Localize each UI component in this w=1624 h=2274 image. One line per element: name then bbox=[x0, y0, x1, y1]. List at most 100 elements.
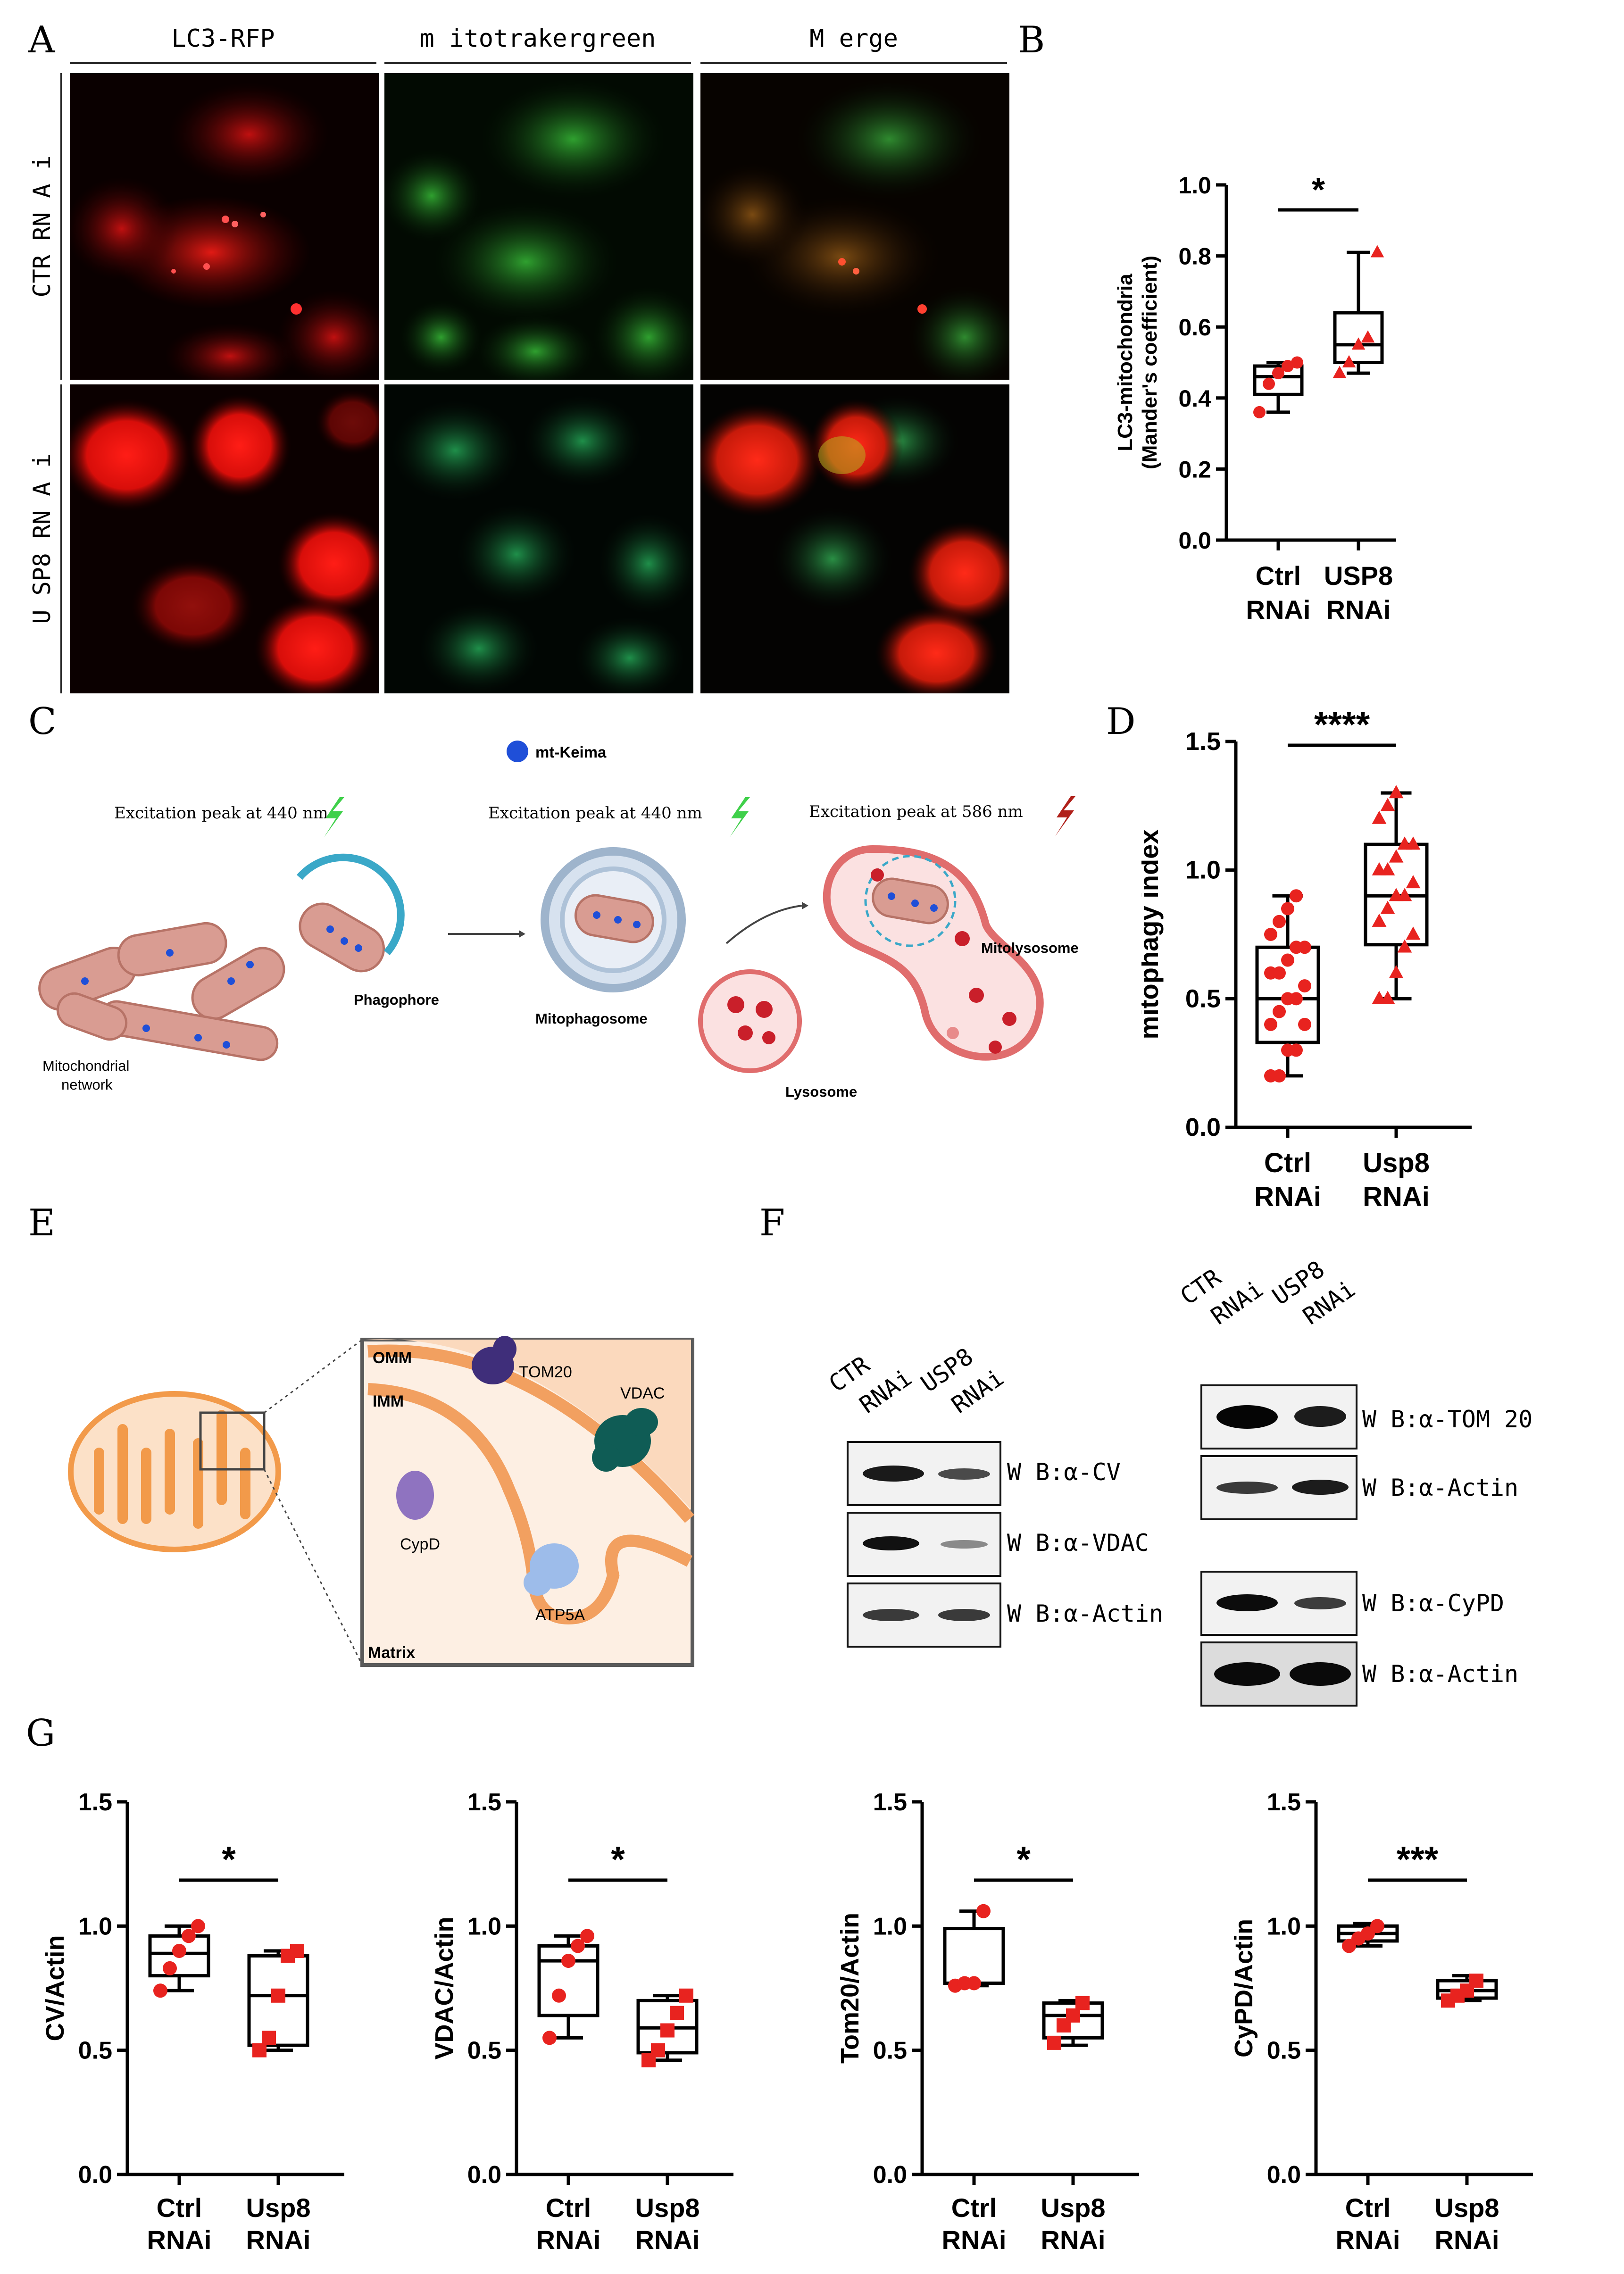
blot-actin-r2 bbox=[1200, 1641, 1357, 1707]
data-point bbox=[1361, 1926, 1375, 1941]
blot-label-cypd: W B:α-CyPD bbox=[1362, 1590, 1505, 1617]
data-point bbox=[1298, 1017, 1311, 1031]
y-tick-label: 0.0 bbox=[78, 2161, 112, 2189]
cypd-label: CypD bbox=[400, 1535, 440, 1553]
data-point bbox=[1290, 889, 1303, 903]
data-point bbox=[552, 1988, 566, 2003]
significance-label: **** bbox=[1314, 705, 1370, 745]
data-point bbox=[1298, 941, 1311, 954]
y-tick-label: 1.0 bbox=[78, 1913, 112, 1940]
data-point bbox=[561, 1954, 575, 1968]
mitophagosome-label: Mitophagosome bbox=[535, 1010, 648, 1027]
micrograph-ctr-lc3 bbox=[70, 73, 379, 380]
x-category-label: RNAi bbox=[635, 2225, 700, 2255]
data-point bbox=[1263, 377, 1275, 390]
chart-d: 0.00.51.01.5****CtrlRNAiUsp8RNAimitophag… bbox=[1141, 705, 1472, 1212]
x-category-label: RNAi bbox=[1363, 1182, 1430, 1212]
micrograph-usp8-merge bbox=[700, 384, 1009, 693]
data-point bbox=[153, 1983, 167, 1998]
y-tick-label: 0.5 bbox=[873, 2037, 907, 2065]
data-point bbox=[651, 2043, 665, 2057]
data-point bbox=[1370, 245, 1384, 258]
data-point bbox=[271, 1988, 285, 2003]
data-point bbox=[1282, 360, 1294, 373]
y-axis-label: CyPD/Actin bbox=[1230, 1919, 1258, 2057]
blot-actin-r1 bbox=[1200, 1455, 1357, 1520]
imm-label: IMM bbox=[373, 1392, 404, 1410]
x-category-label: RNAi bbox=[536, 2225, 601, 2255]
row-label-usp8: U SP8 RN A i bbox=[28, 453, 56, 624]
y-tick-label: 1.0 bbox=[1178, 172, 1211, 199]
row-bracket bbox=[60, 384, 62, 693]
data-point bbox=[290, 1944, 304, 1958]
data-point bbox=[1281, 902, 1294, 916]
data-point bbox=[670, 2006, 684, 2020]
panel-letter-b: B bbox=[1018, 19, 1045, 61]
data-point bbox=[542, 2031, 557, 2045]
data-point bbox=[1380, 862, 1395, 875]
y-axis-label: VDAC/Actin bbox=[430, 1916, 458, 2059]
data-point bbox=[1372, 913, 1387, 927]
y-axis-label: mitophagy index bbox=[1141, 830, 1164, 1040]
y-tick-label: 0.6 bbox=[1178, 314, 1211, 341]
y-tick-label: 0.2 bbox=[1178, 456, 1211, 483]
blot-cv bbox=[847, 1441, 1001, 1506]
data-point bbox=[1380, 991, 1395, 1004]
x-category-label: RNAi bbox=[942, 2225, 1007, 2255]
x-category-label: RNAi bbox=[1326, 595, 1391, 625]
data-point bbox=[1298, 979, 1311, 993]
data-point bbox=[1370, 1919, 1384, 1933]
blot-label-tom20: W B:α-TOM 20 bbox=[1362, 1406, 1533, 1433]
y-tick-label: 1.0 bbox=[1185, 856, 1221, 884]
panel-letter-f: F bbox=[759, 1202, 785, 1244]
data-point bbox=[660, 2023, 675, 2038]
header-line bbox=[384, 62, 691, 64]
micrograph-ctr-merge bbox=[700, 73, 1009, 380]
y-tick-label: 0.5 bbox=[78, 2037, 112, 2065]
y-tick-label: 1.5 bbox=[1185, 727, 1221, 756]
excitation-label-2: Excitation peak at 440 nm bbox=[488, 804, 702, 823]
lightning-icon bbox=[324, 797, 344, 837]
data-point bbox=[1290, 992, 1303, 1006]
y-tick-label: 0.8 bbox=[1178, 243, 1211, 270]
blot-tom20 bbox=[1200, 1384, 1357, 1449]
excitation-label-1: Excitation peak at 440 nm bbox=[114, 804, 328, 823]
y-tick-label: 1.5 bbox=[78, 1789, 112, 1816]
y-tick-label: 1.5 bbox=[467, 1789, 501, 1816]
data-point bbox=[1380, 900, 1395, 914]
x-category-label: Usp8 bbox=[1041, 2193, 1106, 2223]
data-point bbox=[1272, 367, 1284, 380]
data-point bbox=[1290, 1043, 1303, 1057]
y-tick-label: 1.0 bbox=[467, 1913, 501, 1940]
panel-letter-c: C bbox=[28, 700, 57, 743]
data-point bbox=[1075, 1996, 1090, 2010]
box bbox=[247, 1954, 309, 2047]
x-category-label: Ctrl bbox=[1256, 561, 1301, 591]
data-point bbox=[679, 1988, 693, 2003]
blot-label-actin: W B:α-Actin bbox=[1362, 1660, 1519, 1688]
box bbox=[1253, 364, 1304, 396]
data-point bbox=[1066, 2008, 1080, 2023]
data-point bbox=[1273, 966, 1286, 980]
y-axis-label: (Mander's coefficient) bbox=[1138, 256, 1161, 469]
excitation-label-3: Excitation peak at 586 nm bbox=[809, 802, 1023, 821]
data-point bbox=[571, 1939, 585, 1953]
y-tick-label: 1.0 bbox=[1267, 1913, 1301, 1940]
data-point bbox=[1406, 875, 1421, 889]
matrix-label: Matrix bbox=[368, 1644, 415, 1662]
data-point bbox=[1273, 1069, 1286, 1083]
x-category-label: Ctrl bbox=[1345, 2193, 1391, 2223]
x-category-label: Usp8 bbox=[246, 2193, 311, 2223]
data-point bbox=[1389, 965, 1404, 978]
data-point bbox=[1389, 785, 1404, 799]
blot-label-actin: W B:α-Actin bbox=[1007, 1600, 1164, 1627]
y-tick-label: 0.5 bbox=[467, 2037, 501, 2065]
panel-letter-e: E bbox=[28, 1202, 55, 1244]
data-point bbox=[1333, 366, 1347, 378]
data-point bbox=[172, 1944, 186, 1958]
blot-label-cv: W B:α-CV bbox=[1007, 1458, 1121, 1486]
x-category-label: RNAi bbox=[1041, 2225, 1106, 2255]
data-point bbox=[1273, 1005, 1286, 1018]
schematic-e: OMM IMM TOM20 VDAC CypD ATP5A Matrix bbox=[68, 1336, 694, 1667]
